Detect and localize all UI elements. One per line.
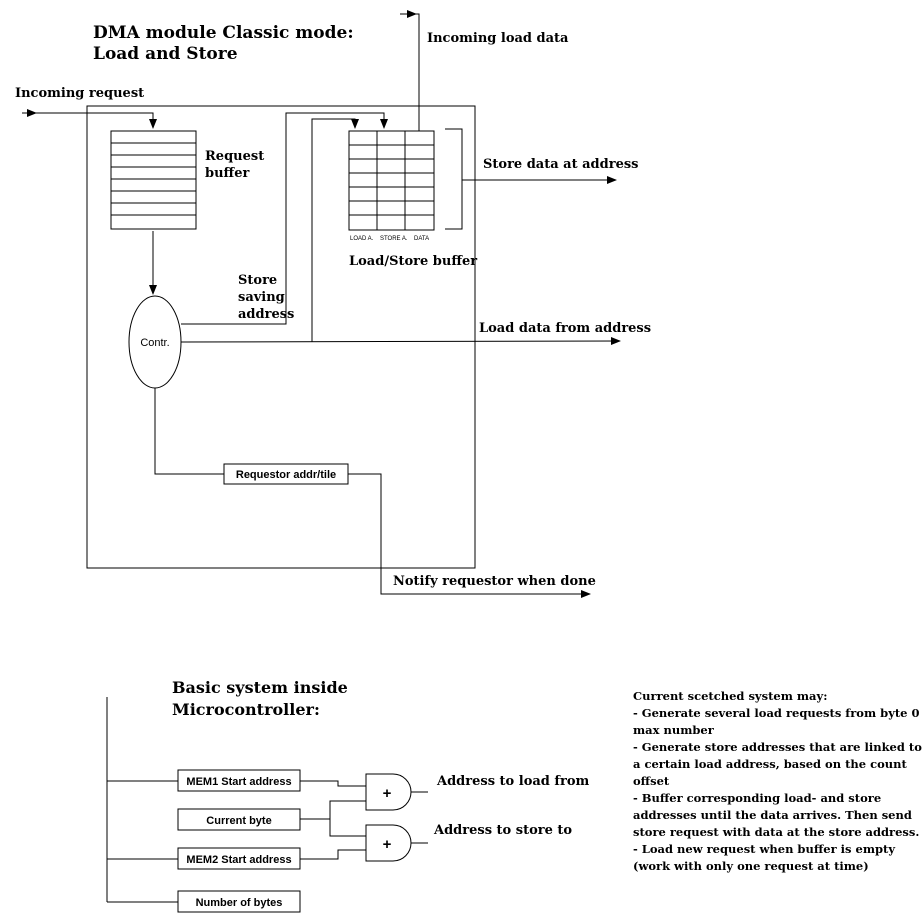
lower-title-line2: Microcontroller: — [172, 700, 320, 719]
load-data-label: Load data from address — [479, 321, 651, 336]
adder-store — [365, 824, 412, 862]
store-data-label: Store data at address — [483, 157, 639, 172]
current-byte-label: Current byte — [206, 815, 271, 827]
address-load-from-label: Address to load from — [436, 774, 590, 789]
controller-to-requestor-line — [154, 388, 224, 475]
note-line: store request with data at the store add… — [633, 825, 919, 839]
mem2-label: MEM2 Start address — [186, 854, 291, 866]
note-line: - Generate store addresses that are link… — [633, 740, 922, 754]
incoming-request-arrow — [22, 112, 157, 129]
store-saving-label-3: address — [238, 307, 294, 322]
note-line: - Generate several load requests from by… — [633, 706, 924, 720]
request-buffer — [110, 130, 197, 230]
load-store-buffer-label: Load/Store buffer — [349, 254, 477, 269]
note-line: - Load new request when buffer is empty — [633, 842, 895, 856]
number-of-bytes-box — [177, 890, 301, 913]
diagram-title-line2: Load and Store — [93, 44, 238, 64]
requestor-box-label: Requestor addr/tile — [236, 469, 336, 481]
request-buffer-label-1: Request — [205, 149, 264, 164]
adder-load — [365, 773, 412, 811]
dma-module-boundary — [86, 105, 476, 569]
buffer-bracket — [445, 128, 463, 230]
note-line: Current scetched system may: — [633, 689, 827, 703]
note-line: offset — [633, 774, 670, 788]
current-byte-to-adder2-wire — [329, 819, 366, 837]
current-byte-to-adder1-wire — [300, 800, 366, 820]
address-store-to-label: Address to store to — [433, 823, 572, 838]
incoming-request-label: Incoming request — [15, 86, 144, 101]
controller-label: Contr. — [140, 337, 169, 349]
load-store-buffer — [348, 130, 435, 231]
load-address-line — [311, 118, 359, 342]
number-of-bytes-label: Number of bytes — [196, 897, 283, 909]
col-load-label: LOAD A. — [350, 236, 374, 242]
mem1-label: MEM1 Start address — [186, 776, 291, 788]
notify-requestor-label: Notify requestor when done — [393, 574, 596, 589]
note-line: (work with only one request at time) — [633, 859, 869, 873]
note-line: - Buffer corresponding load- and store — [633, 791, 881, 805]
request-buffer-label-2: buffer — [205, 166, 249, 181]
note-line: max number — [633, 723, 715, 737]
diagram-title-line1: DMA module Classic mode: — [93, 23, 354, 43]
load-data-arrow — [180, 337, 621, 346]
adder-store-symbol: + — [383, 836, 392, 853]
adder-load-symbol: + — [383, 785, 392, 802]
store-saving-address-line — [181, 112, 388, 325]
store-saving-label-2: saving — [238, 290, 285, 305]
col-store-label: STORE A. — [380, 236, 408, 242]
lower-title-line1: Basic system inside — [172, 678, 348, 697]
col-data-label: DATA — [414, 236, 429, 242]
mem2-to-adder2-wire — [300, 849, 366, 860]
note-line: addresses until the data arrives. Then s… — [633, 808, 912, 822]
mem1-to-adder1-wire — [300, 780, 366, 787]
incoming-load-data-line — [410, 13, 420, 131]
incoming-load-data-label: Incoming load data — [427, 31, 569, 46]
notes-block: Current scetched system may: - Generate … — [633, 689, 924, 873]
notify-requestor-arrow — [348, 473, 591, 598]
note-line: a certain load address, based on the cou… — [633, 757, 907, 771]
store-saving-label-1: Store — [238, 273, 277, 288]
